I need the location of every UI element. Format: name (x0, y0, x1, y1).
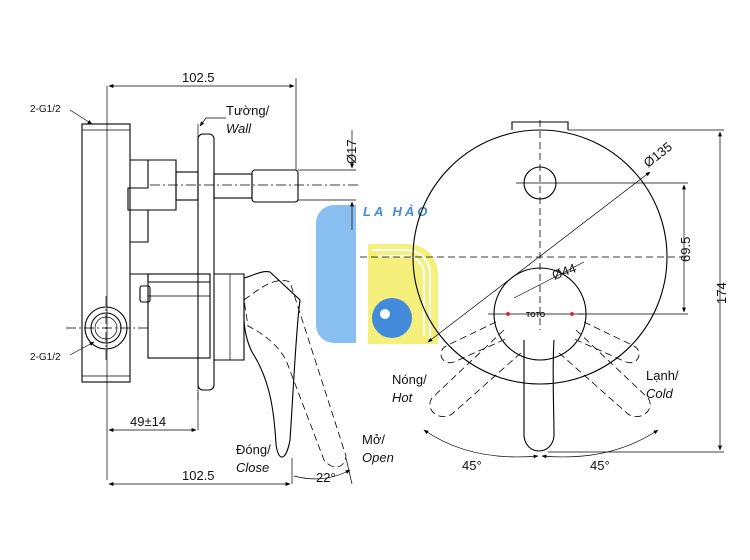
lever-center (523, 339, 555, 452)
wall-plate (197, 133, 215, 391)
height-dimension-label: 174 (714, 282, 729, 304)
wall-label-en: Wall (226, 121, 252, 136)
screw (139, 285, 151, 303)
open-label-vi: Mở/ (362, 432, 385, 447)
wall-leader (199, 117, 226, 127)
cold-angle-label: 45° (590, 458, 610, 473)
watermark-logo: LA HẢO (316, 204, 438, 344)
port-top-label: 2-G1/2 (30, 104, 61, 115)
offset-dimension-label: 69.5 (678, 237, 693, 262)
cold-angle-arc (541, 429, 659, 459)
handle-base (214, 273, 245, 361)
hot-angle-arc (423, 429, 539, 459)
cold-indicator (570, 312, 574, 316)
valve-core-upper (127, 159, 149, 243)
lever-cold-inner (571, 321, 640, 364)
depth-dimension-label: 49±14 (130, 414, 166, 429)
watermark-text: LA HẢO (363, 204, 430, 219)
port-bottom-leader (69, 341, 95, 356)
lever-hot (429, 329, 523, 417)
valve-lower-block (147, 273, 211, 359)
hot-label-en: Hot (392, 390, 414, 405)
top-dimension-label: 102.5 (182, 70, 215, 85)
handle-closed (243, 271, 301, 458)
cold-label-en: Cold (646, 386, 674, 401)
close-label-vi: Đóng/ (236, 442, 271, 457)
valve-body (81, 123, 131, 383)
bottom-dimension-label: 102.5 (182, 468, 215, 483)
brand-mark: TOTO (526, 312, 546, 319)
spindle-shaft (213, 173, 253, 199)
wall-label-vi: Tường/ (226, 103, 270, 118)
plate-diameter-line (427, 171, 651, 343)
spindle-sleeve (175, 171, 199, 201)
hot-indicator (506, 312, 510, 316)
angle-arc (293, 469, 351, 480)
port-bottom-label: 2-G1/2 (30, 352, 61, 363)
open-ref-line (345, 457, 353, 485)
hub-diameter-leader (513, 261, 585, 299)
close-label-en: Close (236, 460, 269, 475)
lever-hot-inner (440, 321, 509, 364)
side-view: 102.5 Ø17 22° (30, 70, 394, 486)
port-top-leader (69, 109, 93, 125)
open-label-en: Open (362, 450, 394, 465)
hot-label-vi: Nóng/ (392, 372, 427, 387)
open-angle-label: 22° (316, 470, 336, 485)
pipe-end (251, 169, 299, 203)
plate-diameter-label: Ø135 (641, 139, 675, 170)
cold-label-vi: Lạnh/ (646, 368, 679, 383)
front-view: Ø135 69.5 174 TOTO Ø44 45° 45° Nóng/ Hot… (360, 120, 729, 473)
lever-cold (557, 329, 651, 417)
cover-plate (412, 129, 668, 385)
pipe-diameter-label: Ø17 (344, 139, 359, 164)
handle-diameter-label: Ø44 (550, 260, 578, 283)
hot-angle-label: 45° (462, 458, 482, 473)
